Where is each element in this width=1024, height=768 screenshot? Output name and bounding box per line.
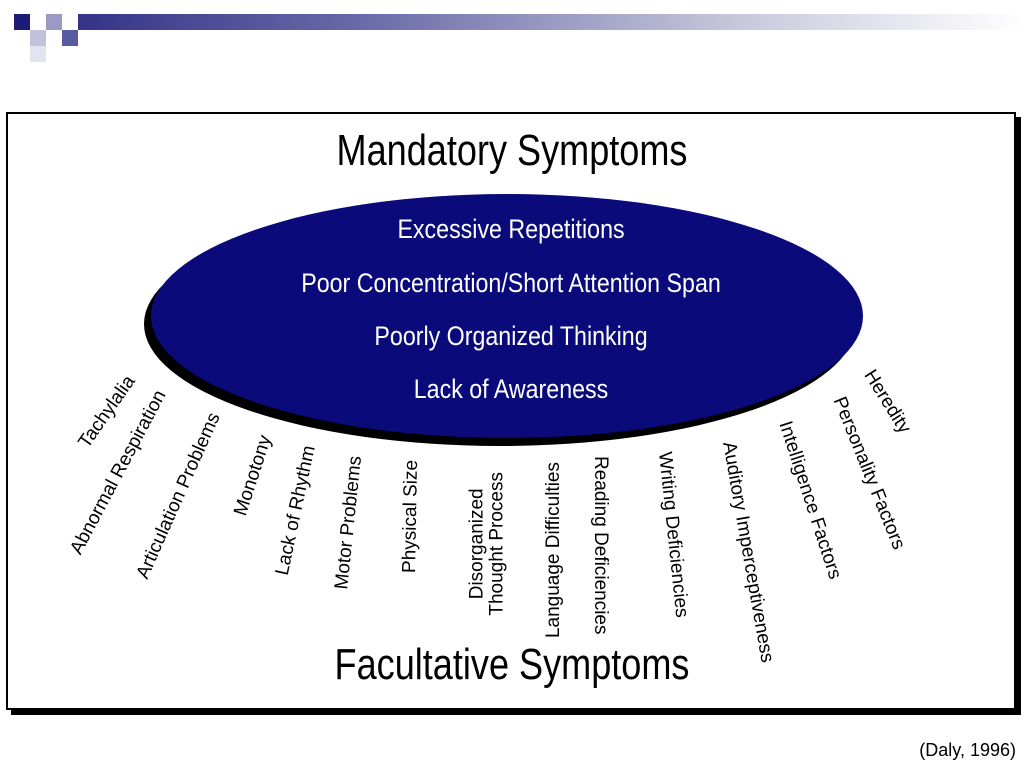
facultative-item: Physical Size [399, 459, 422, 574]
mandatory-ellipse [151, 194, 863, 438]
mandatory-item: Poorly Organized Thinking [374, 321, 648, 351]
header-square [46, 14, 62, 30]
header-square [62, 30, 78, 46]
header-square [14, 14, 30, 30]
citation: (Daly, 1996) [919, 740, 1016, 760]
mandatory-item: Excessive Repetitions [397, 214, 625, 244]
facultative-item: Disorganized Thought Process [467, 472, 508, 616]
mandatory-item: Poor Concentration/Short Attention Span [301, 268, 721, 298]
facultative-item: Language Difficulties [543, 462, 564, 639]
header-square [30, 30, 46, 46]
mandatory-title: Mandatory Symptoms [336, 126, 688, 175]
facultative-title: Facultative Symptoms [334, 640, 690, 689]
header-gradient-bar [78, 14, 1024, 30]
facultative-item: Reading Deficiencies [590, 456, 611, 635]
header-square [30, 46, 46, 62]
mandatory-item: Lack of Awareness [413, 374, 609, 404]
